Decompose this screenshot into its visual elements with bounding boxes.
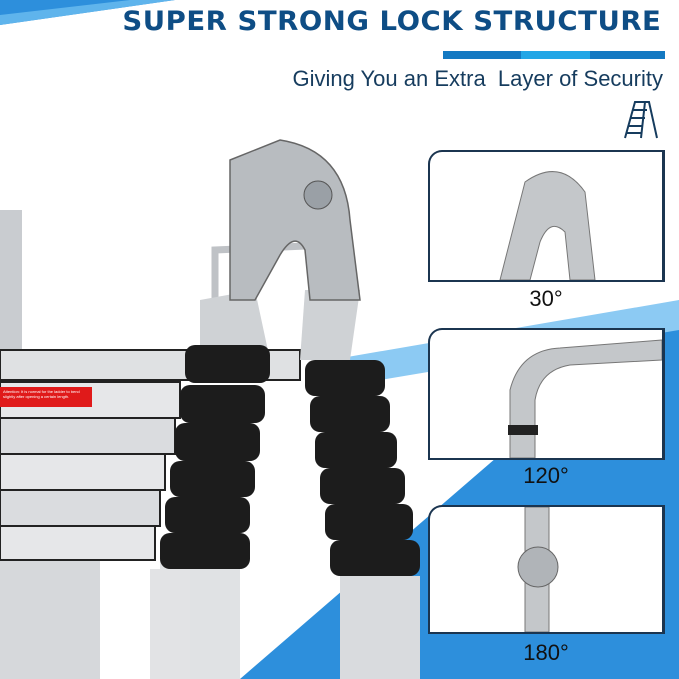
warning-sticker: Attention: It is normal for the ladder t… [0,387,92,407]
angle-panel-180 [428,505,665,634]
ladder-lower-rail-left [0,560,100,679]
ladder-lower-rail-right [340,576,420,679]
ladder-icon [624,101,658,139]
angle-label-180: 180° [523,640,569,665]
hinge-joint [229,139,361,301]
angle-label-120: 120° [523,463,569,488]
angle-panel-120 [428,328,665,460]
leg-sleeves [160,345,420,576]
angle-label-30: 30° [529,286,563,311]
angle-panel-30 [428,150,665,282]
page-title: SUPER STRONG LOCK STRUCTURE [122,6,661,37]
accent-bar [443,51,665,59]
subtitle: Giving You an Extra Layer of Security [292,66,663,91]
